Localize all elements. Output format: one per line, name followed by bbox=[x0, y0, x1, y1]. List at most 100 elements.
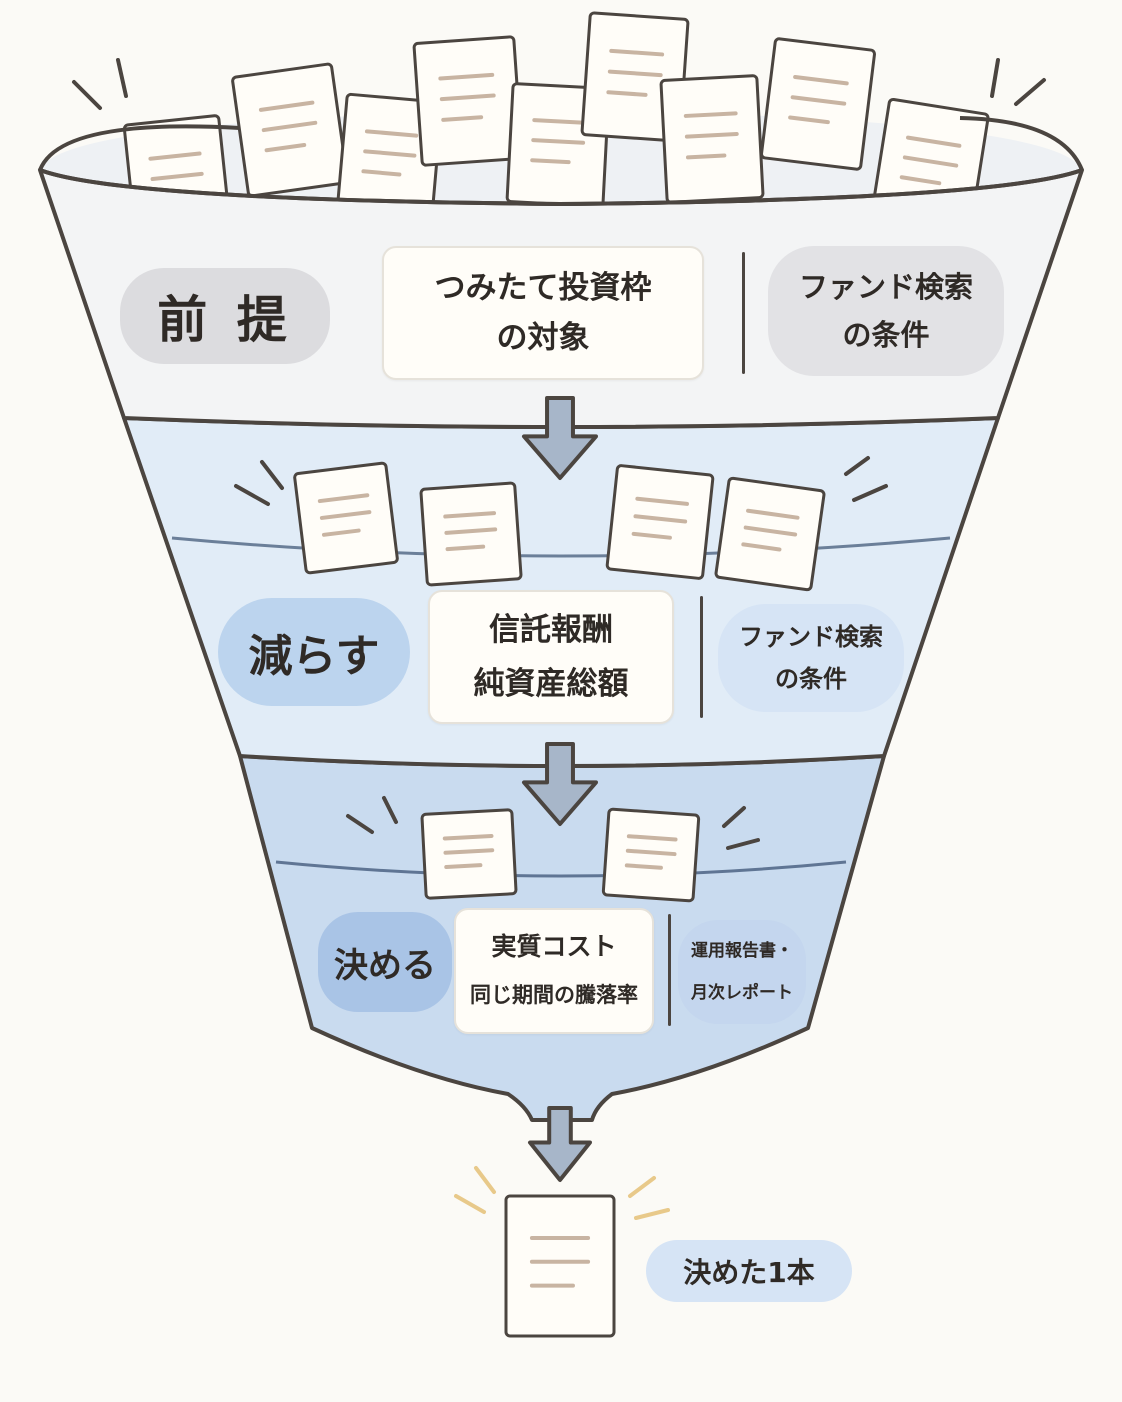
top-document-4 bbox=[412, 35, 524, 167]
top-sparkle-3 bbox=[1014, 78, 1046, 106]
stage-2-source-pill: ファンド検索 の条件 bbox=[718, 604, 904, 712]
top-document-1-line-1 bbox=[148, 151, 202, 161]
stage-3-document-2 bbox=[601, 807, 701, 903]
final-document bbox=[504, 1194, 616, 1338]
top-document-9-line-1 bbox=[906, 135, 962, 148]
top-document-8-line-2 bbox=[790, 95, 847, 106]
funnel-rim-back-left bbox=[38, 124, 241, 171]
stage-2-source-line-2: の条件 bbox=[775, 665, 847, 693]
stage-2-criteria-line-1: 信託報酬 bbox=[489, 612, 613, 648]
stage-3-label: 決める bbox=[318, 912, 452, 1012]
top-document-6-line-3 bbox=[606, 90, 648, 97]
stage-3-document-1-sheet bbox=[420, 808, 518, 900]
stage-2-document-2-sheet bbox=[419, 481, 523, 587]
stage-2-document-1-sheet bbox=[293, 461, 399, 575]
top-document-4-sheet bbox=[412, 35, 524, 167]
top-document-7-line-1 bbox=[683, 111, 738, 118]
stage-3-document-1-line-1 bbox=[442, 833, 494, 841]
top-document-8-sheet bbox=[760, 37, 876, 171]
final-document-sheet bbox=[504, 1194, 616, 1338]
top-document-5-line-2 bbox=[531, 138, 586, 145]
stage-3-source-pill: 運用報告書・ 月次レポート bbox=[678, 920, 806, 1024]
arrow-down-2 bbox=[522, 742, 598, 826]
top-document-8 bbox=[760, 37, 876, 171]
stage-2-label: 減らす bbox=[218, 598, 410, 706]
stage-2-sparkle-2 bbox=[260, 460, 284, 490]
top-document-3-line-1 bbox=[364, 129, 419, 138]
funnel-rim-back-right bbox=[959, 116, 1084, 171]
stage-1-divider bbox=[742, 252, 745, 374]
stage-1-source-line-1: ファンド検索 bbox=[798, 270, 973, 304]
stage-3-criteria-line-1: 実質コスト bbox=[491, 932, 617, 961]
top-document-3-line-3 bbox=[361, 169, 402, 177]
stage-2-document-4 bbox=[714, 476, 826, 592]
stage-3-document-1 bbox=[420, 808, 518, 900]
stage-3-sparkle-1 bbox=[346, 814, 374, 834]
top-document-8-line-1 bbox=[793, 75, 849, 86]
top-document-2-sheet bbox=[231, 62, 349, 198]
result-sparkle-3 bbox=[628, 1176, 656, 1198]
top-document-4-line-3 bbox=[441, 115, 484, 122]
stage-3-label-text: 決める bbox=[334, 945, 436, 986]
stage-2-sparkle-1 bbox=[234, 484, 270, 506]
stage-2-document-1 bbox=[293, 461, 399, 575]
stage-1-source-pill: ファンド検索 の条件 bbox=[768, 246, 1004, 376]
stage-3-document-2-line-2 bbox=[625, 848, 677, 857]
stage-2-document-4-line-1 bbox=[746, 508, 800, 520]
stage-3-document-2-sheet bbox=[601, 807, 701, 903]
stage-3-sparkle-3 bbox=[722, 806, 746, 828]
top-sparkle-2 bbox=[116, 58, 128, 98]
stage-2-document-3-sheet bbox=[605, 464, 715, 580]
stage-2-sparkle-4 bbox=[852, 484, 888, 502]
top-document-5-line-3 bbox=[530, 158, 571, 165]
top-document-2-line-1 bbox=[258, 100, 315, 112]
stage-2-document-2 bbox=[419, 481, 523, 587]
top-document-4-line-1 bbox=[438, 72, 495, 81]
stage-2-document-3 bbox=[605, 464, 715, 580]
stage-3-rim bbox=[275, 860, 847, 878]
top-document-7-line-3 bbox=[685, 153, 727, 160]
stage-2-source-line-1: ファンド検索 bbox=[739, 623, 883, 651]
stage-2-document-3-line-3 bbox=[631, 531, 672, 540]
stage-2-document-2-line-2 bbox=[444, 527, 498, 535]
top-document-2 bbox=[231, 62, 349, 198]
stage-3-document-2-line-3 bbox=[624, 863, 663, 870]
top-document-4-line-2 bbox=[439, 93, 496, 102]
funnel-rim-front bbox=[39, 168, 1083, 207]
stage-2-sparkle-3 bbox=[844, 456, 870, 476]
result-sparkle-4 bbox=[634, 1208, 670, 1220]
stage-1-criteria-card: つみたて投資枠 の対象 bbox=[382, 246, 704, 380]
stage-3-divider bbox=[668, 914, 671, 1026]
stage-1-criteria-line-2: の対象 bbox=[496, 320, 590, 356]
result-sparkle-2 bbox=[474, 1166, 496, 1194]
stage-3-source-line-1: 運用報告書・ bbox=[691, 941, 793, 961]
stage-1-label: 前 提 bbox=[120, 268, 330, 364]
stage-3-sparkle-4 bbox=[726, 838, 760, 850]
stage-3-document-1-line-2 bbox=[443, 848, 495, 855]
result-label: 決めた1本 bbox=[646, 1240, 852, 1302]
stage-2-criteria-card: 信託報酬 純資産総額 bbox=[428, 590, 674, 724]
stage-2-document-1-line-3 bbox=[321, 528, 361, 537]
stage-3-document-1-line-3 bbox=[444, 863, 483, 869]
stage-2-document-2-line-1 bbox=[443, 511, 497, 519]
result-sparkle-1 bbox=[454, 1194, 486, 1214]
top-document-2-line-3 bbox=[264, 142, 307, 153]
stage-2-document-3-line-1 bbox=[635, 496, 689, 506]
arrow-down-3 bbox=[528, 1106, 592, 1182]
stage-2-document-2-line-3 bbox=[445, 544, 486, 552]
top-document-7-sheet bbox=[659, 74, 765, 204]
top-sparkle-4 bbox=[990, 58, 1000, 98]
top-document-7-line-2 bbox=[684, 132, 739, 139]
top-document-3-line-2 bbox=[363, 149, 417, 158]
stage-2-divider bbox=[700, 596, 703, 718]
top-document-8-line-3 bbox=[788, 115, 830, 125]
stage-2-document-4-line-3 bbox=[741, 542, 782, 552]
stage-3-sparkle-2 bbox=[382, 796, 398, 824]
top-document-9-line-2 bbox=[902, 155, 959, 168]
top-document-6-line-1 bbox=[609, 48, 665, 57]
stage-2-criteria-line-2: 純資産総額 bbox=[473, 666, 629, 702]
stage-1-criteria-line-1: つみたて投資枠 bbox=[434, 270, 652, 306]
stage-2-document-4-sheet bbox=[714, 476, 826, 592]
stage-2-document-1-line-2 bbox=[319, 510, 372, 520]
arrow-down-1 bbox=[522, 396, 598, 480]
